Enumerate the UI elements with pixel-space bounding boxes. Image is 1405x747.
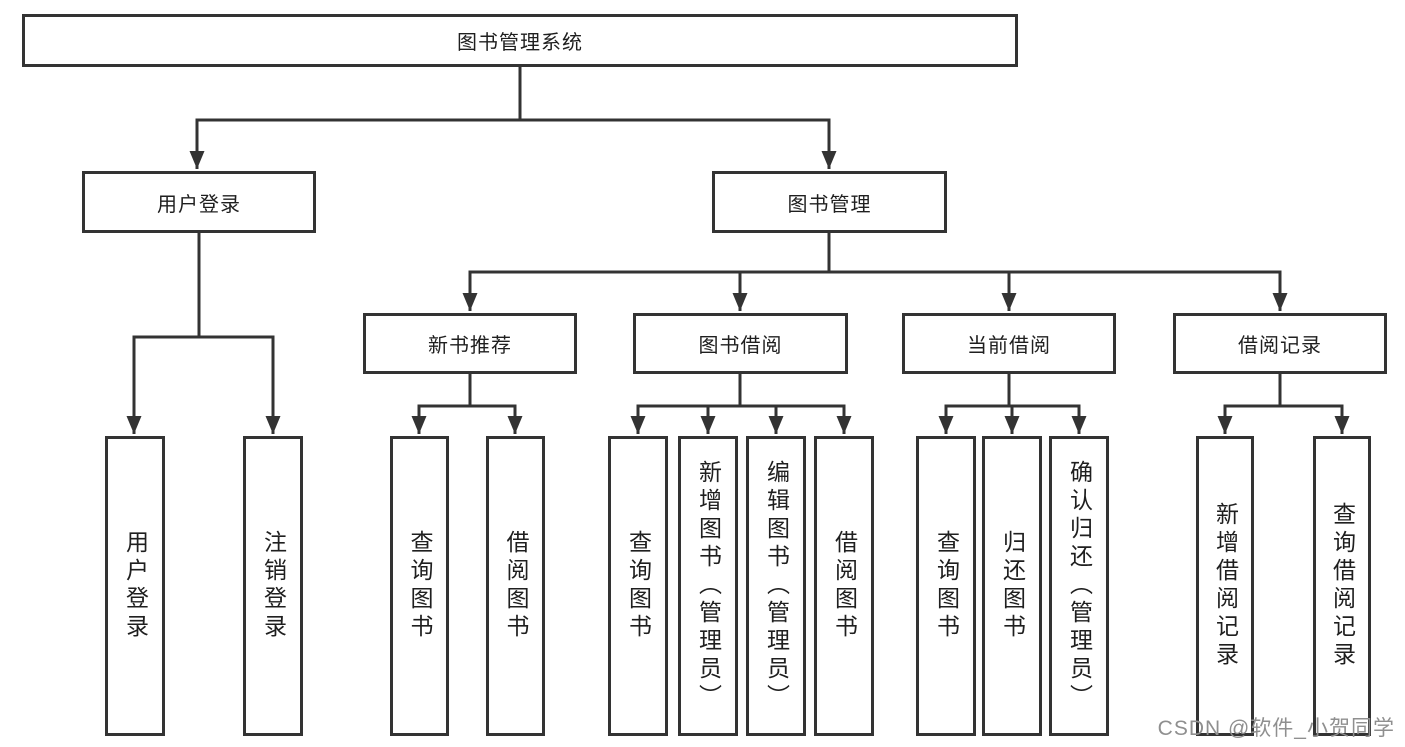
leaf-add-book-admin: 新增图书（管理员） <box>678 436 738 736</box>
leaf-query-books-recommend-label: 查询图书 <box>407 530 433 642</box>
leaf-borrow-books-recommend: 借阅图书 <box>486 436 545 736</box>
leaf-add-borrow-record-label: 新增借阅记录 <box>1212 502 1239 670</box>
node-borrow-records-label: 借阅记录 <box>1238 335 1322 357</box>
leaf-edit-book-admin-label: 编辑图书（管理员） <box>763 460 790 712</box>
leaf-confirm-return-admin: 确认归还（管理员） <box>1049 436 1109 736</box>
node-borrow-records: 借阅记录 <box>1173 313 1387 374</box>
node-book-borrowing: 图书借阅 <box>633 313 848 374</box>
leaf-logout: 注销登录 <box>243 436 303 736</box>
leaf-query-borrow-record: 查询借阅记录 <box>1313 436 1371 736</box>
leaf-borrow-books-borrowing-label: 借阅图书 <box>831 530 858 642</box>
leaf-query-borrow-record-label: 查询借阅记录 <box>1329 502 1356 670</box>
leaf-return-book-label: 归还图书 <box>999 530 1026 642</box>
leaf-borrow-books-recommend-label: 借阅图书 <box>503 530 529 642</box>
node-new-book-recommend: 新书推荐 <box>363 313 577 374</box>
leaf-add-book-admin-label: 新增图书（管理员） <box>695 460 722 712</box>
csdn-watermark: CSDN @软件_小贺同学 <box>1157 717 1395 740</box>
node-current-borrowing-label: 当前借阅 <box>967 335 1051 357</box>
leaf-logout-label: 注销登录 <box>260 530 287 642</box>
leaf-user-login-label: 用户登录 <box>122 530 149 642</box>
node-current-borrowing: 当前借阅 <box>902 313 1116 374</box>
node-user-login: 用户登录 <box>82 171 316 233</box>
leaf-add-borrow-record: 新增借阅记录 <box>1196 436 1254 736</box>
leaf-query-books-current-label: 查询图书 <box>933 530 960 642</box>
leaf-user-login: 用户登录 <box>105 436 165 736</box>
node-book-borrowing-label: 图书借阅 <box>698 335 783 357</box>
node-book-management: 图书管理 <box>712 171 947 233</box>
node-book-management-label: 图书管理 <box>787 193 872 216</box>
leaf-query-books-recommend: 查询图书 <box>390 436 449 736</box>
leaf-query-books-borrowing-label: 查询图书 <box>625 530 652 642</box>
node-new-book-recommend-label: 新书推荐 <box>428 335 512 357</box>
leaf-return-book: 归还图书 <box>982 436 1042 736</box>
leaf-edit-book-admin: 编辑图书（管理员） <box>746 436 806 736</box>
node-user-login-label: 用户登录 <box>157 193 241 216</box>
node-root-system-label: 图书管理系统 <box>457 32 583 54</box>
leaf-confirm-return-admin-label: 确认归还（管理员） <box>1066 460 1093 712</box>
leaf-borrow-books-borrowing: 借阅图书 <box>814 436 874 736</box>
leaf-query-books-current: 查询图书 <box>916 436 976 736</box>
leaf-query-books-borrowing: 查询图书 <box>608 436 668 736</box>
node-root-system: 图书管理系统 <box>22 14 1018 67</box>
